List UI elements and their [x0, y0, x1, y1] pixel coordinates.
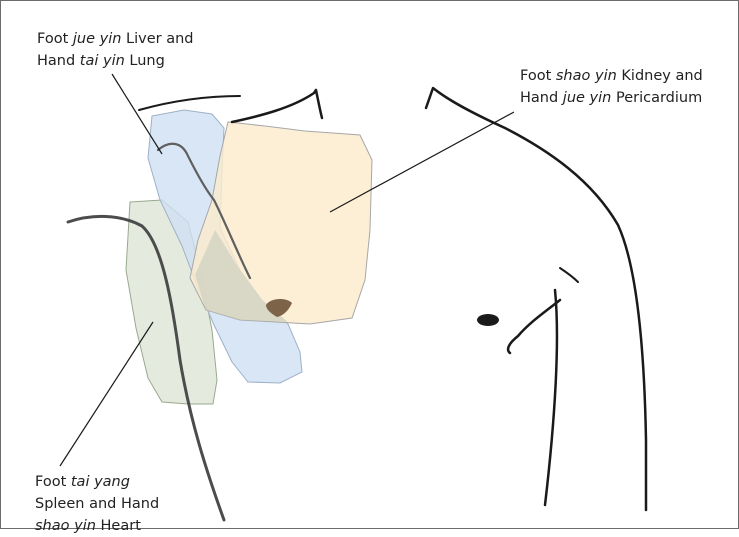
label-spleen-heart-line1: Foot tai yang	[35, 471, 159, 493]
shoulder-right-outline	[426, 88, 646, 510]
neck-left-outline	[139, 96, 240, 110]
neck-center-outline	[232, 90, 322, 122]
label-liver-lung-line2: Hand tai yin Lung	[37, 50, 194, 72]
armpit-outline	[508, 300, 560, 353]
label-spleen-heart: Foot tai yang Spleen and Hand shao yin H…	[35, 471, 159, 537]
chest-crease-outline	[560, 268, 578, 282]
leader-line-liver	[112, 74, 162, 154]
label-kidney-pericardium-line2: Hand jue yin Pericardium	[520, 87, 703, 109]
label-spleen-heart-line3: shao yin Heart	[35, 515, 159, 537]
label-kidney-pericardium: Foot shao yin Kidney and Hand jue yin Pe…	[520, 65, 703, 109]
chest-contour-outline	[545, 290, 557, 505]
label-liver-lung-line1: Foot jue yin Liver and	[37, 28, 194, 50]
nipple-mark	[477, 314, 499, 326]
label-kidney-pericardium-line1: Foot shao yin Kidney and	[520, 65, 703, 87]
label-spleen-heart-line2: Spleen and Hand	[35, 493, 159, 515]
label-liver-lung: Foot jue yin Liver and Hand tai yin Lung	[37, 28, 194, 72]
leader-line-spleen	[60, 322, 153, 466]
